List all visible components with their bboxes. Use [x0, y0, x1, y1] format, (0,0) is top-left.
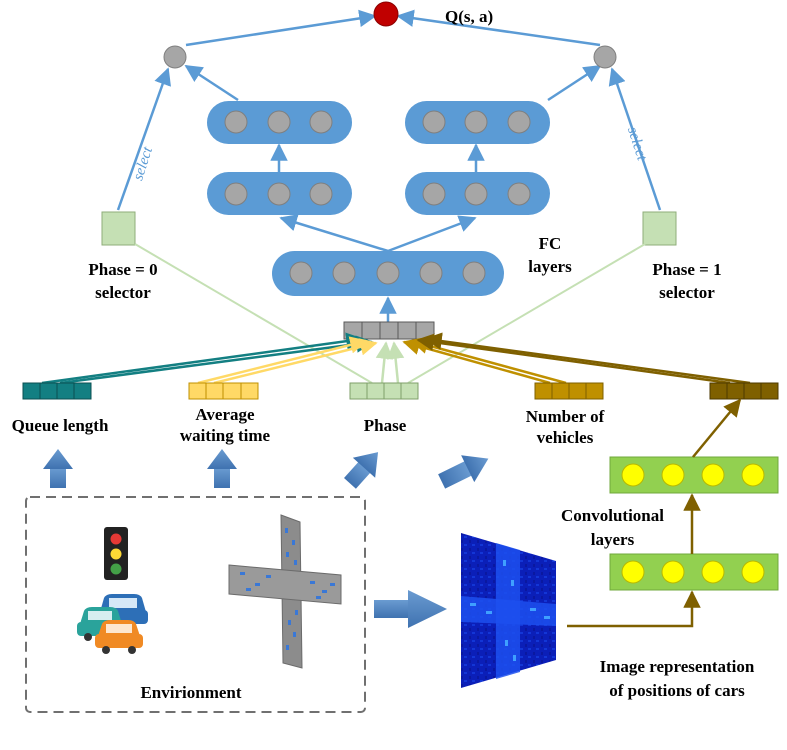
conv-layers-label-line2: layers — [590, 530, 635, 549]
block-arrow-to-image — [374, 590, 447, 628]
conv-layers-label: Convolutional layers — [545, 505, 680, 550]
queue-to-concat-arrows — [41, 332, 374, 385]
output-node — [373, 1, 399, 27]
shared-fc-layer — [272, 251, 504, 296]
conv-path-arrows — [567, 398, 742, 628]
environment-label: Envirionment — [140, 683, 242, 702]
vehicles-label: Number of vehicles — [500, 406, 630, 448]
phase-0-selector-box — [101, 211, 136, 246]
phase-0-selector-label-line2: selector — [95, 283, 151, 302]
phase-1-selector-label-line1: Phase = 1 — [652, 260, 722, 279]
phase-to-concat-arrows — [375, 341, 405, 384]
phase-vector — [349, 382, 419, 400]
phase-1-selector-label: Phase = 1 selector — [602, 259, 772, 303]
vehicles-label-line1: Number of — [525, 407, 605, 426]
environment-box — [25, 496, 366, 713]
waiting-time-vector — [188, 382, 259, 400]
select-label-right: select — [624, 125, 650, 163]
waiting-time-label: Average waiting time — [160, 404, 290, 446]
cars-icon — [77, 594, 148, 654]
right-select-node — [593, 45, 617, 69]
network-connections — [116, 9, 662, 322]
waiting-to-concat-arrows — [197, 336, 378, 385]
image-rep-label-line1: Image representation — [599, 657, 755, 676]
right-tower-top-layer — [405, 101, 550, 144]
phase-0-selector-label-line1: Phase = 0 — [88, 260, 158, 279]
conv-layers-label-line1: Convolutional — [561, 506, 664, 525]
fc-layers-label: FC layers — [510, 233, 590, 277]
queue-length-vector — [22, 382, 92, 400]
conv-layer-top — [609, 456, 779, 494]
fc-layers-label-line1: FC — [538, 234, 562, 253]
conv-layer-bottom — [609, 553, 779, 591]
traffic-light-icon — [104, 527, 128, 580]
block-arrow-waiting — [207, 449, 237, 488]
vehicles-label-line2: vehicles — [536, 428, 594, 447]
image-feature-vector — [709, 382, 779, 400]
fc-layers-label-line2: layers — [528, 257, 572, 276]
block-arrow-queue — [43, 449, 73, 488]
phase-label: Phase — [363, 416, 407, 435]
vehicles-vector — [534, 382, 604, 400]
concat-vector — [343, 321, 435, 340]
right-tower-bottom-layer — [405, 172, 550, 215]
output-label: Q(s, a) — [445, 7, 494, 26]
image-rep-label: Image representation of positions of car… — [577, 656, 777, 701]
phase-to-selector-lines — [134, 243, 646, 384]
waiting-time-label-line2: waiting time — [179, 426, 271, 445]
left-select-node — [163, 45, 187, 69]
image-to-concat-arrows — [416, 332, 751, 385]
image-representation — [461, 533, 556, 688]
left-tower-bottom-layer — [207, 172, 352, 215]
phase-1-selector-box — [642, 211, 677, 246]
intersection-illustration — [228, 514, 342, 669]
waiting-time-label-line1: Average — [195, 405, 255, 424]
image-rep-label-line2: of positions of cars — [609, 681, 745, 700]
phase-0-selector-label: Phase = 0 selector — [38, 259, 208, 303]
block-arrow-vehicles — [438, 455, 489, 489]
queue-length-label: Queue length — [11, 416, 109, 435]
block-arrow-phase — [344, 452, 379, 489]
phase-1-selector-label-line2: selector — [659, 283, 715, 302]
select-label-left: select — [130, 144, 156, 182]
left-tower-top-layer — [207, 101, 352, 144]
